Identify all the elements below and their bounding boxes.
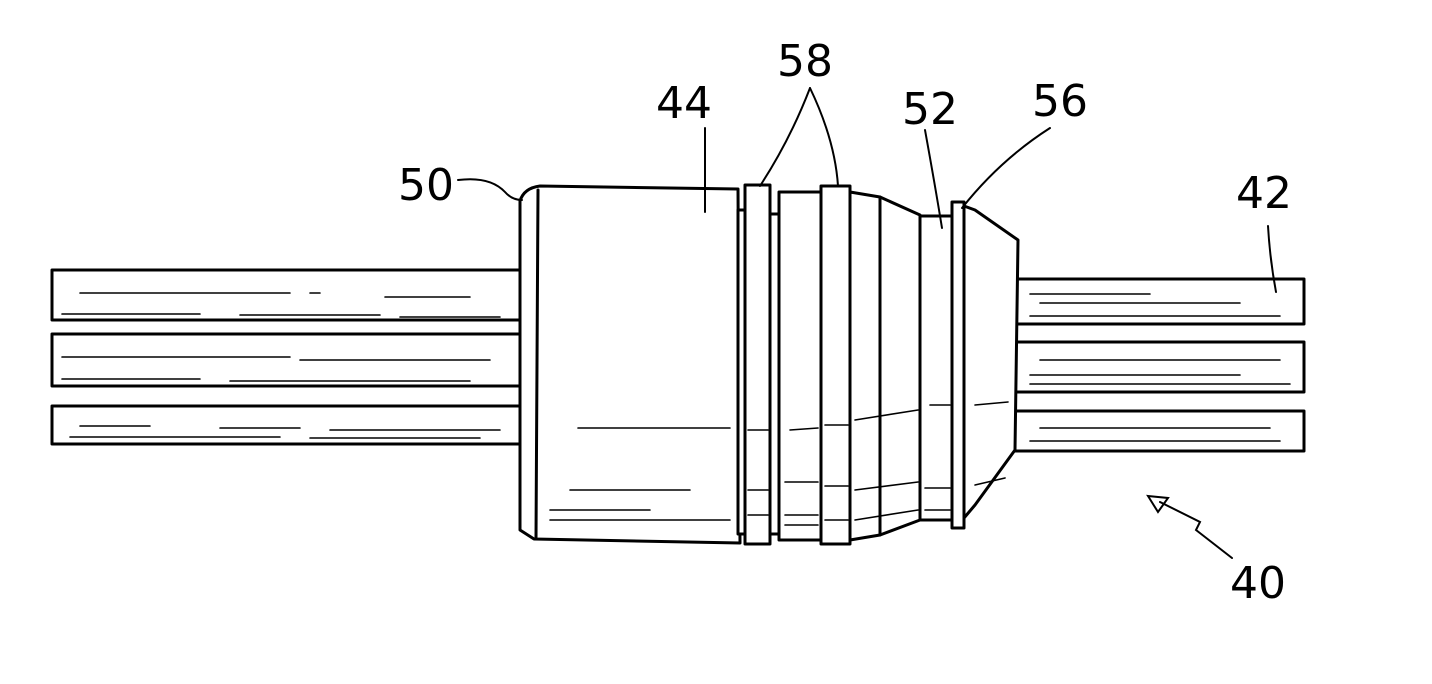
label-44: 44	[656, 78, 712, 129]
label-58: 58	[777, 36, 833, 87]
label-56: 56	[1032, 76, 1088, 127]
label-42: 42	[1236, 168, 1292, 219]
tapered-end	[964, 206, 1018, 518]
right-cable-top	[1015, 279, 1304, 324]
left-cable-group	[52, 270, 524, 444]
leader-40	[1160, 502, 1232, 558]
label-40: 40	[1230, 558, 1286, 609]
leader-58-right	[810, 88, 838, 186]
right-cable-group	[1015, 279, 1304, 451]
label-52: 52	[902, 84, 958, 135]
leader-56	[962, 128, 1050, 208]
leader-50	[458, 179, 522, 200]
neck-52	[920, 216, 952, 520]
connector-body	[520, 185, 1018, 544]
leader-52	[925, 130, 942, 228]
leader-58-left	[760, 88, 810, 186]
left-cable-top	[52, 270, 524, 320]
right-cable-bottom	[1015, 411, 1304, 451]
label-50: 50	[398, 160, 454, 211]
taper-section	[850, 192, 920, 540]
ring-56	[952, 202, 964, 528]
middle-ring	[779, 192, 821, 540]
flange-58-right	[821, 186, 850, 544]
